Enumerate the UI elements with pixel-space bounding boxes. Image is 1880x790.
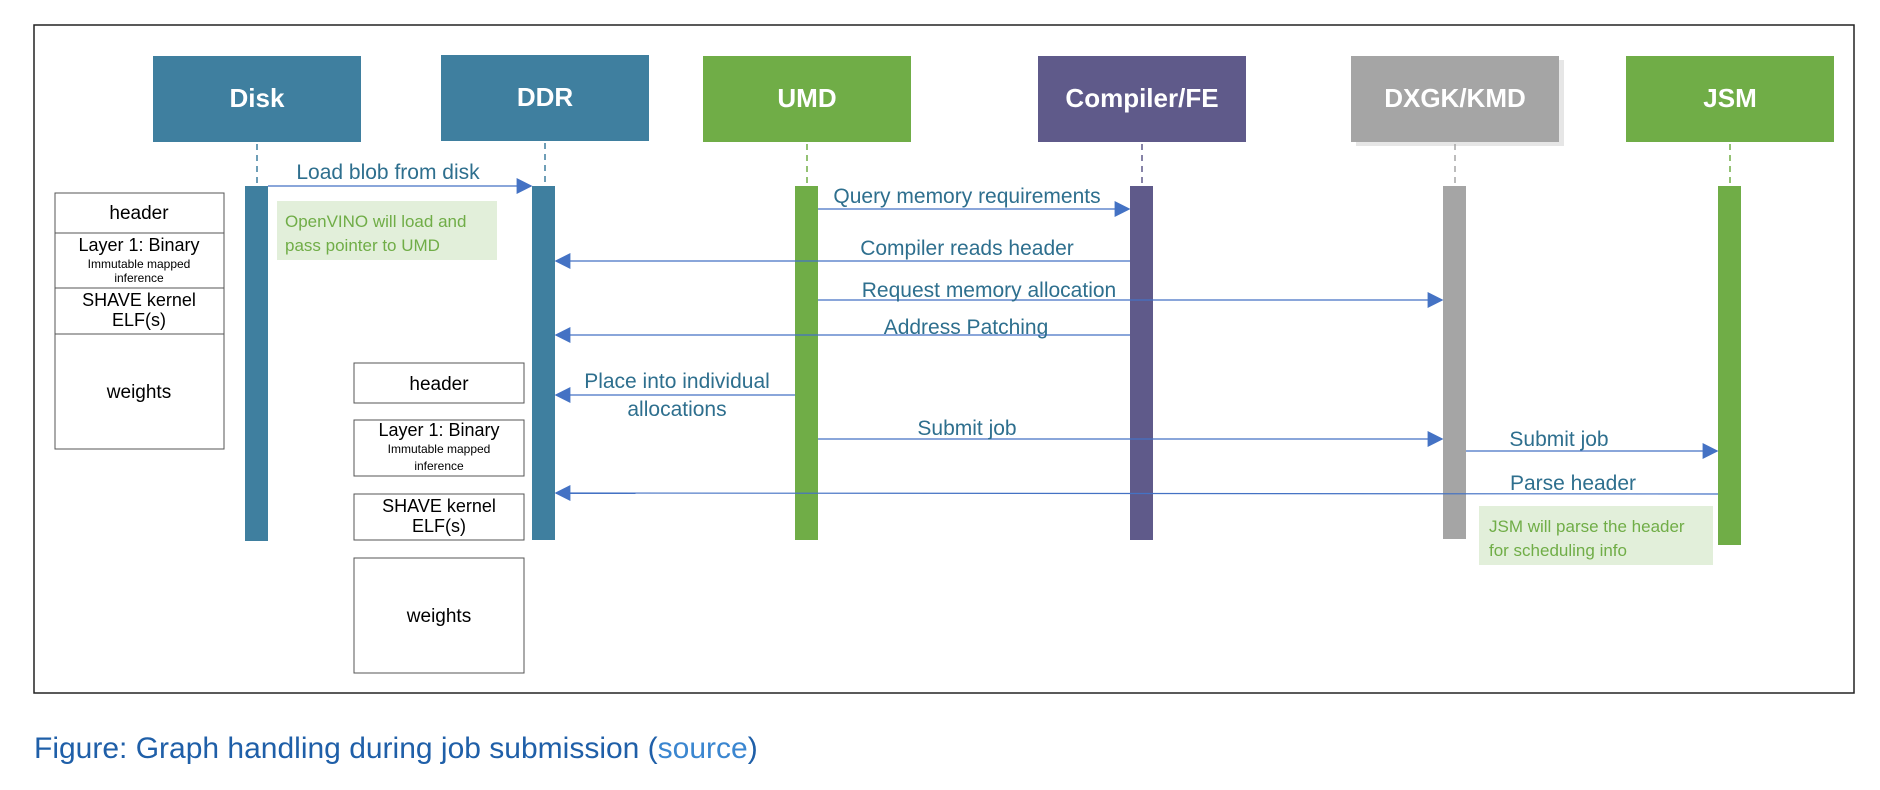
ddr-blob-layer-title: Layer 1: Binary xyxy=(378,420,499,440)
participant-jsm-box xyxy=(1626,56,1834,142)
note-jsm: JSM will parse the header for scheduling… xyxy=(1479,506,1713,565)
message-parse-header: Parse header xyxy=(1510,472,1636,495)
participant-disk: Disk xyxy=(153,56,361,142)
note-openvino-line2: pass pointer to UMD xyxy=(285,236,440,255)
participant-umd-box xyxy=(703,56,911,142)
note-jsm-line1: JSM will parse the header xyxy=(1489,517,1685,536)
note-openvino-box xyxy=(277,201,497,260)
participant-ddr-label: DDR xyxy=(517,82,574,112)
disk-blob-header: header xyxy=(109,203,169,224)
disk-blob-layer-sub2: inference xyxy=(114,271,164,285)
caption-prefix: Figure: Graph handling during job submis… xyxy=(34,732,658,765)
ddr-blob-layer-box xyxy=(353,419,525,477)
participant-ddr: DDR xyxy=(441,55,649,141)
participant-jsm-label: JSM xyxy=(1703,83,1756,113)
participant-umd: UMD xyxy=(703,56,911,142)
messages: Load blob from disk Query memory require… xyxy=(268,161,1719,502)
participant-umd-label: UMD xyxy=(777,83,836,113)
activation-bars xyxy=(245,186,1741,545)
participant-compiler-label: Compiler/FE xyxy=(1065,83,1218,113)
ddr-blob-shave1: SHAVE kernel xyxy=(382,496,496,516)
activation-compiler xyxy=(1130,186,1153,540)
ddr-blob-shave-box xyxy=(353,493,525,541)
participant-disk-box xyxy=(153,56,361,142)
message-address-patching: Address Patching xyxy=(884,316,1049,339)
message-submit-job-jsm: Submit job xyxy=(1509,428,1608,451)
note-jsm-line2: for scheduling info xyxy=(1489,541,1627,560)
disk-blob-layer-box xyxy=(54,232,225,289)
disk-blob-layer-title: Layer 1: Binary xyxy=(78,235,199,255)
ddr-blob-weights-box xyxy=(353,557,525,674)
disk-blob-shave-box xyxy=(54,287,225,335)
ddr-blob-layer-sub1: Immutable mapped xyxy=(388,442,491,456)
message-place-allocations-line2: allocations xyxy=(627,398,726,421)
disk-blob-shave2: ELF(s) xyxy=(112,310,166,330)
disk-blob-shave1: SHAVE kernel xyxy=(82,290,196,310)
activation-jsm xyxy=(1718,186,1741,545)
participant-dxgk-box xyxy=(1351,56,1559,142)
disk-blob-weights: weights xyxy=(106,382,171,403)
message-compiler-reads-header: Compiler reads header xyxy=(860,237,1074,260)
ddr-blob-header-box xyxy=(353,362,525,404)
activation-ddr xyxy=(532,186,555,540)
lifeline-stubs xyxy=(256,143,1731,185)
figure-caption: Figure: Graph handling during job submis… xyxy=(34,732,758,766)
participant-jsm: JSM xyxy=(1626,56,1834,142)
message-submit-job-kmd: Submit job xyxy=(917,417,1016,440)
message-query-memory: Query memory requirements xyxy=(833,185,1100,208)
ddr-blob-weights: weights xyxy=(406,606,471,627)
participant-ddr-box xyxy=(441,55,649,141)
participant-disk-label: Disk xyxy=(230,83,285,113)
participant-compiler: Compiler/FE xyxy=(1038,56,1246,142)
ddr-blob-shave2: ELF(s) xyxy=(412,516,466,536)
note-jsm-box xyxy=(1479,506,1713,565)
activation-dxgk xyxy=(1443,186,1466,539)
participant-dxgk-label: DXGK/KMD xyxy=(1384,83,1526,113)
activation-umd xyxy=(795,186,818,540)
ddr-blob-header: header xyxy=(409,374,469,395)
message-request-allocation: Request memory allocation xyxy=(862,279,1116,302)
participant-compiler-box xyxy=(1038,56,1246,142)
disk-blob: header Layer 1: Binary Immutable mapped … xyxy=(54,192,225,450)
message-load-blob: Load blob from disk xyxy=(296,161,480,184)
ddr-blob: header Layer 1: Binary Immutable mapped … xyxy=(353,362,525,674)
arrow-parse-header xyxy=(554,485,1719,502)
caption-source-link[interactable]: source xyxy=(657,732,748,765)
activation-disk xyxy=(245,186,268,541)
caption-suffix: ) xyxy=(747,732,758,765)
note-openvino-line1: OpenVINO will load and xyxy=(285,212,466,231)
participant-dxgk: DXGK/KMD xyxy=(1351,56,1564,146)
ddr-blob-layer-sub2: inference xyxy=(414,459,464,473)
note-openvino: OpenVINO will load and pass pointer to U… xyxy=(277,201,497,260)
message-place-allocations-line1: Place into individual xyxy=(584,370,770,393)
disk-blob-weights-box xyxy=(54,333,225,450)
disk-blob-header-box xyxy=(54,192,225,234)
disk-blob-layer-sub1: Immutable mapped xyxy=(88,257,191,271)
